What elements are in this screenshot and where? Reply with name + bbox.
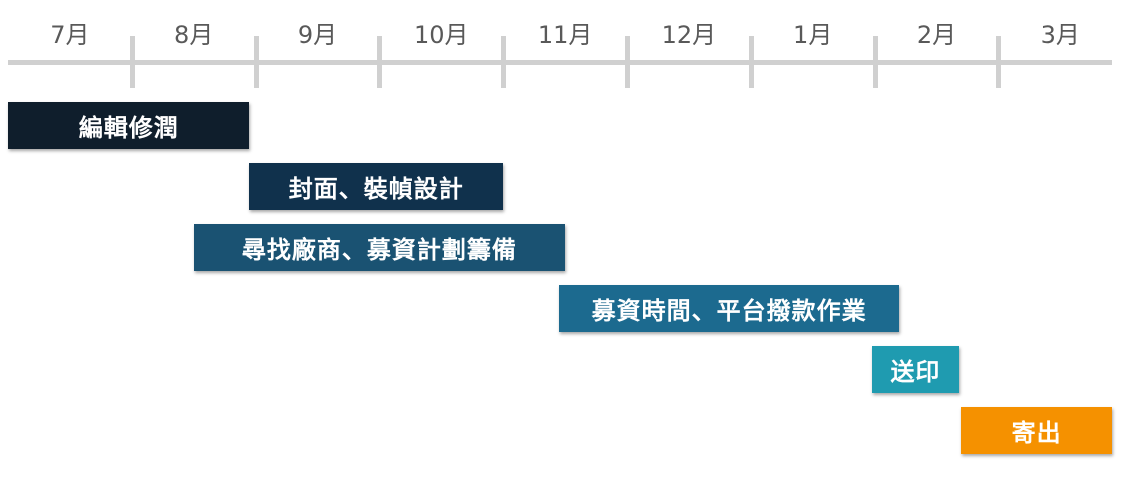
task-label: 尋找廠商、募資計劃籌備 (241, 236, 517, 264)
task-bar: 封面、裝幀設計 (249, 163, 504, 210)
task-label: 編輯修潤 (78, 114, 179, 142)
task-bar: 募資時間、平台撥款作業 (558, 285, 900, 332)
month-label: 7月 (50, 21, 90, 49)
month-label: 10月 (414, 21, 469, 49)
month-divider-tick (377, 36, 383, 88)
month-divider-tick (748, 36, 754, 88)
month-label: 11月 (537, 21, 593, 49)
month-label: 12月 (661, 21, 717, 49)
month-label: 1月 (793, 21, 833, 49)
month-divider-tick (625, 36, 630, 88)
task-bar: 送印 (872, 346, 959, 393)
month-label: 3月 (1040, 21, 1080, 49)
task-label: 募資時間、平台撥款作業 (591, 297, 867, 325)
task-label: 寄出 (1011, 419, 1062, 447)
month-label: 9月 (297, 21, 338, 49)
task-label: 送印 (890, 358, 941, 386)
task-bar: 編輯修潤 (8, 102, 250, 149)
task-bar: 尋找廠商、募資計劃籌備 (193, 224, 566, 271)
month-divider-tick (253, 36, 259, 88)
month-label: 2月 (916, 21, 957, 49)
task-bar: 寄出 (961, 407, 1112, 454)
month-divider-tick (872, 36, 878, 88)
task-label: 封面、裝幀設計 (288, 175, 464, 203)
month-divider-tick (129, 36, 135, 88)
month-label: 8月 (174, 21, 214, 49)
month-divider-tick (501, 36, 507, 88)
month-divider-tick (996, 36, 1002, 88)
timeline-axis-line (8, 60, 1112, 65)
